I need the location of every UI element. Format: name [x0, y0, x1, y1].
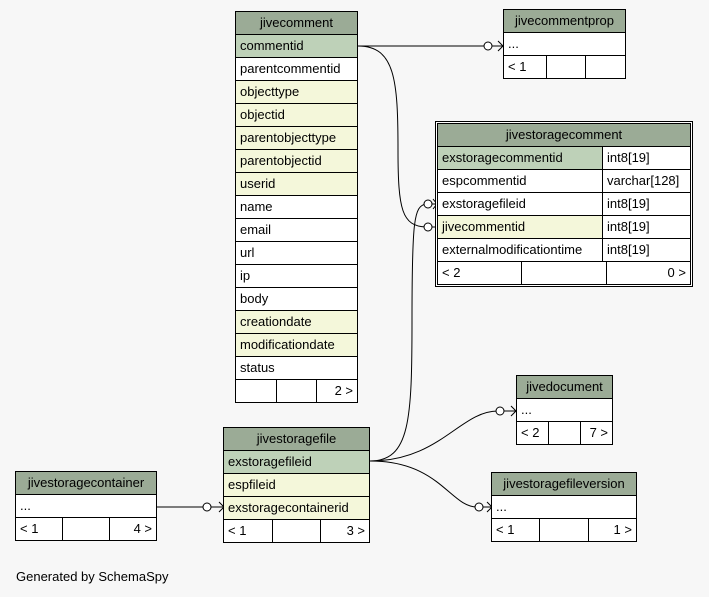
table-nav: 2 > — [236, 380, 357, 402]
column-commentid[interactable]: commentid — [236, 35, 357, 58]
table-jivestoragefileversion[interactable]: jivestoragefileversion ... < 1 1 > — [491, 472, 637, 542]
nav-parents[interactable]: < 1 — [16, 518, 63, 540]
zero-marker — [423, 199, 433, 209]
column-espfileid[interactable]: espfileid — [224, 474, 369, 497]
column-type: varchar[128] — [607, 173, 680, 188]
column-name: exstoragefileid — [438, 193, 603, 215]
table-title[interactable]: jivestoragefileversion — [492, 473, 636, 496]
column-name: externalmodificationtime — [438, 239, 603, 261]
column-externalmodificationtime[interactable]: externalmodificationtime int8[19] — [438, 239, 690, 262]
column-body[interactable]: body — [236, 288, 357, 311]
column-type: int8[19] — [607, 196, 650, 211]
column-creationdate[interactable]: creationdate — [236, 311, 357, 334]
column-type: int8[19] — [607, 219, 650, 234]
column-ip[interactable]: ip — [236, 265, 357, 288]
nav-spacer — [522, 262, 607, 284]
rel-storagefile-fileversion — [369, 460, 478, 508]
column-ellipsis: ... — [517, 399, 612, 422]
column-name[interactable]: name — [236, 196, 357, 219]
column-type: int8[19] — [607, 242, 650, 257]
column-exstoragecommentid[interactable]: exstoragecommentid int8[19] — [438, 147, 690, 170]
nav-spacer — [63, 518, 110, 540]
nav-parents[interactable]: < 1 — [224, 520, 273, 542]
column-url[interactable]: url — [236, 242, 357, 265]
column-userid[interactable]: userid — [236, 173, 357, 196]
column-ellipsis: ... — [492, 496, 636, 519]
nav-children[interactable]: 1 > — [613, 522, 632, 537]
column-type: int8[19] — [607, 150, 650, 165]
column-exstoragefileid[interactable]: exstoragefileid — [224, 451, 369, 474]
column-modificationdate[interactable]: modificationdate — [236, 334, 357, 357]
zero-marker — [474, 502, 484, 512]
table-title[interactable]: jivestoragefile — [224, 428, 369, 451]
column-objecttype[interactable]: objecttype — [236, 81, 357, 104]
table-jivecomment[interactable]: jivecomment commentid parentcommentid ob… — [235, 11, 358, 403]
column-parentobjectid[interactable]: parentobjectid — [236, 150, 357, 173]
table-nav: < 1 — [504, 56, 625, 78]
zero-marker — [423, 222, 433, 232]
nav-children[interactable] — [586, 56, 625, 78]
nav-parents[interactable]: < 1 — [504, 56, 547, 78]
column-name: exstoragecommentid — [438, 147, 603, 169]
column-objectid[interactable]: objectid — [236, 104, 357, 127]
table-nav: < 1 1 > — [492, 519, 636, 541]
table-nav: < 1 3 > — [224, 520, 369, 542]
column-jivecommentid[interactable]: jivecommentid int8[19] — [438, 216, 690, 239]
column-parentcommentid[interactable]: parentcommentid — [236, 58, 357, 81]
nav-children[interactable]: 7 > — [589, 425, 608, 440]
table-jivestoragefile[interactable]: jivestoragefile exstoragefileid espfilei… — [223, 427, 370, 543]
column-exstoragecontainerid[interactable]: exstoragecontainerid — [224, 497, 369, 520]
nav-parents[interactable]: < 1 — [492, 519, 541, 541]
table-nav: < 2 7 > — [517, 422, 612, 444]
column-ellipsis: ... — [504, 33, 625, 56]
rel-commentid-storagecomment — [357, 45, 427, 228]
zero-marker — [483, 41, 493, 51]
column-status[interactable]: status — [236, 357, 357, 380]
table-title[interactable]: jivestoragecomment — [438, 124, 690, 147]
table-title[interactable]: jivedocument — [517, 376, 612, 399]
nav-spacer — [547, 56, 587, 78]
column-ellipsis: ... — [16, 495, 156, 518]
nav-parents[interactable]: < 2 — [517, 422, 549, 444]
generated-by-footer: Generated by SchemaSpy — [16, 569, 169, 584]
table-jivecommentprop[interactable]: jivecommentprop ... < 1 — [503, 9, 626, 79]
nav-spacer — [273, 520, 322, 542]
table-title[interactable]: jivecomment — [236, 12, 357, 35]
zero-marker — [202, 502, 212, 512]
column-parentobjecttype[interactable]: parentobjecttype — [236, 127, 357, 150]
nav-parents[interactable] — [236, 380, 277, 402]
rel-storagefile-storagecomment — [369, 203, 427, 462]
column-email[interactable]: email — [236, 219, 357, 242]
column-exstoragefileid[interactable]: exstoragefileid int8[19] — [438, 193, 690, 216]
nav-children[interactable]: 3 > — [346, 523, 366, 538]
nav-spacer — [549, 422, 581, 444]
nav-children[interactable]: 2 > — [334, 383, 354, 398]
nav-children[interactable]: 0 > — [667, 265, 686, 280]
column-name: espcommentid — [438, 170, 603, 192]
column-espcommentid[interactable]: espcommentid varchar[128] — [438, 170, 690, 193]
nav-spacer — [277, 380, 318, 402]
nav-parents[interactable]: < 2 — [438, 262, 523, 284]
table-jivestoragecomment[interactable]: jivestoragecomment exstoragecommentid in… — [435, 121, 693, 287]
table-title[interactable]: jivecommentprop — [504, 10, 625, 33]
table-title[interactable]: jivestoragecontainer — [16, 472, 156, 495]
rel-storagefile-document — [369, 410, 499, 462]
column-name: jivecommentid — [438, 216, 603, 238]
table-nav: < 1 4 > — [16, 518, 156, 540]
zero-marker — [495, 406, 505, 416]
table-nav: < 2 0 > — [438, 262, 690, 284]
table-jivestoragecontainer[interactable]: jivestoragecontainer ... < 1 4 > — [15, 471, 157, 541]
table-jivedocument[interactable]: jivedocument ... < 2 7 > — [516, 375, 613, 445]
nav-children[interactable]: 4 > — [133, 521, 152, 536]
nav-spacer — [540, 519, 589, 541]
